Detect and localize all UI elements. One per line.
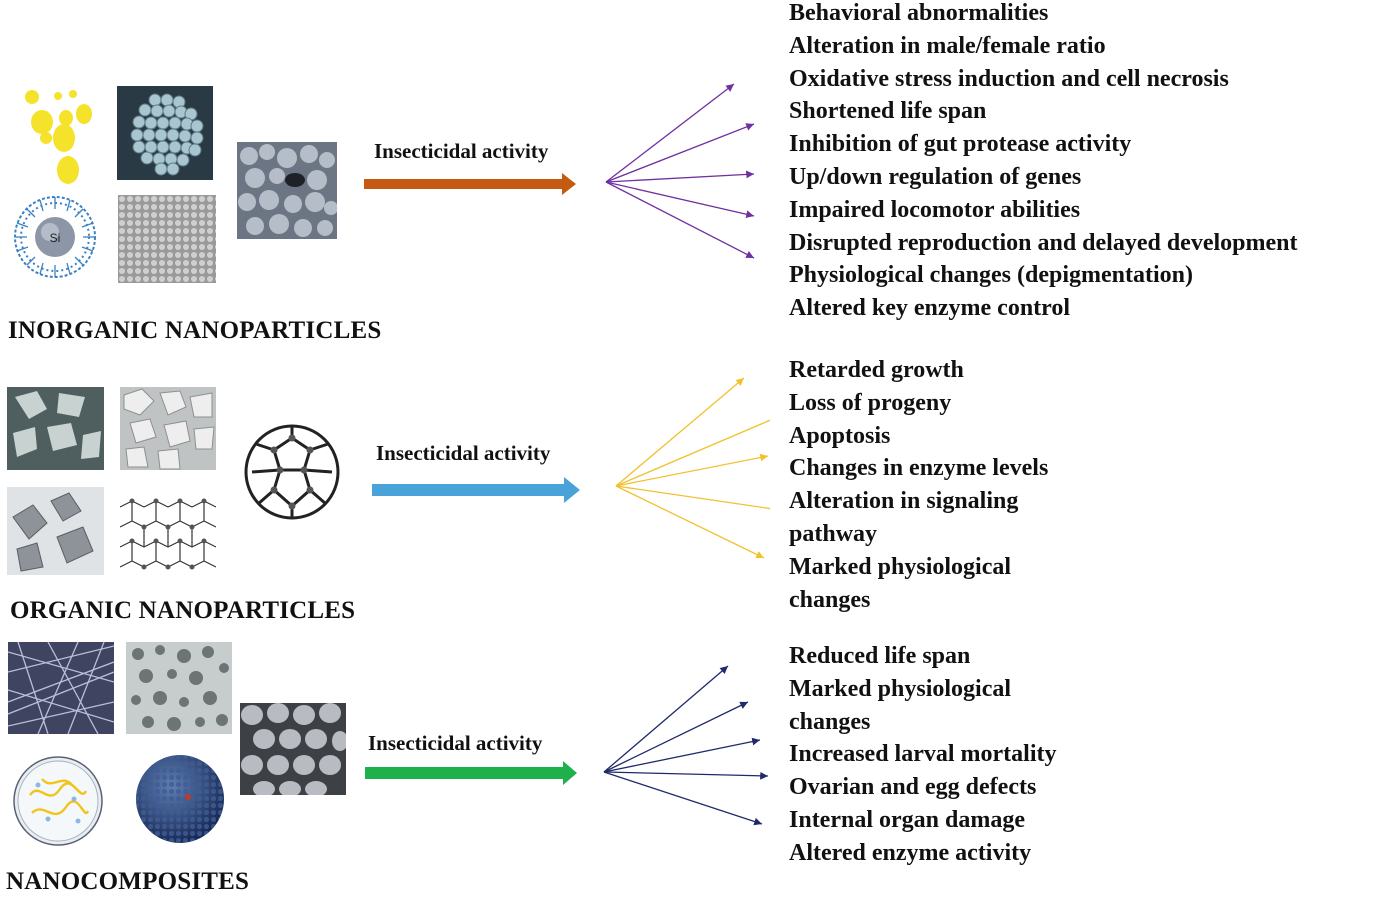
effects-list-organic: Retarded growth Loss of progeny Apoptosi… <box>789 354 1048 616</box>
effect-item: Altered enzyme activity <box>789 839 1032 866</box>
activity-arrow-organic <box>372 477 580 503</box>
activity-label-inorganic: Insecticidal activity <box>374 139 549 163</box>
effect-item: Marked physiological <box>789 553 1012 580</box>
section-title-inorganic: INORGANIC NANOPARTICLES <box>8 317 382 344</box>
effect-item: Reduced life span <box>789 643 971 669</box>
effect-item: Oxidative stress induction and cell necr… <box>789 65 1229 92</box>
effect-fan-nanocomposites <box>603 665 768 826</box>
effect-item: Impaired locomotor abilities <box>789 196 1081 223</box>
organic-crystal-image-1 <box>7 387 104 470</box>
effect-fan-organic <box>615 377 770 559</box>
effect-item: pathway <box>789 520 878 547</box>
effect-fan-inorganic <box>605 83 755 259</box>
fullerene-image <box>244 424 340 520</box>
effects-list-inorganic: Behavioral abnormalities Alteration in m… <box>789 0 1298 325</box>
effect-item: Apoptosis <box>789 422 891 449</box>
encapsulated-nanocomposite-image <box>13 756 103 846</box>
nanofiber-image <box>8 642 114 734</box>
graphene-lattice-image <box>120 487 216 575</box>
activity-arrow-inorganic <box>364 173 576 195</box>
effect-item: Changes in enzyme levels <box>789 455 1049 482</box>
effect-item: Physiological changes (depigmentation) <box>789 262 1194 289</box>
effect-item: Loss of progeny <box>789 389 952 416</box>
gold-nanoparticles-image <box>25 90 92 184</box>
effect-item: Disrupted reproduction and delayed devel… <box>789 229 1298 256</box>
microsphere-array-image <box>240 703 346 795</box>
section-title-nanocomposites: NANOCOMPOSITES <box>6 868 250 895</box>
effect-item: Altered key enzyme control <box>789 295 1071 322</box>
activity-label-nanocomposites: Insecticidal activity <box>368 731 543 755</box>
nanoparticle-dispersion-image <box>126 642 232 734</box>
effect-item: Up/down regulation of genes <box>789 163 1082 190</box>
sem-particles-image <box>118 195 216 283</box>
core-shell-nanosphere-image <box>136 755 224 843</box>
arrow-shape <box>372 477 580 503</box>
activity-arrow-nanocomposites <box>365 761 577 785</box>
section-title-organic: ORGANIC NANOPARTICLES <box>10 597 356 624</box>
effect-item: Behavioral abnormalities <box>789 0 1049 26</box>
organic-crystal-image-2 <box>120 387 216 470</box>
organic-crystal-image-3 <box>7 487 104 575</box>
effect-item: Internal organ damage <box>789 806 1025 833</box>
effect-item: Ovarian and egg defects <box>789 774 1037 801</box>
nanocluster-image <box>117 86 213 180</box>
effect-item: changes <box>789 708 871 735</box>
silica-nanoparticle-image: Si <box>14 196 96 278</box>
effect-item: Alteration in male/female ratio <box>789 32 1106 59</box>
effect-item: Inhibition of gut protease activity <box>789 131 1132 158</box>
effect-item: changes <box>789 586 871 613</box>
arrow-shape <box>364 173 576 195</box>
effect-item: Alteration in signaling <box>789 488 1019 515</box>
effect-item: Shortened life span <box>789 98 987 125</box>
effect-item: Increased larval mortality <box>789 741 1057 768</box>
si-label: Si <box>50 231 61 245</box>
effect-item: Retarded growth <box>789 357 964 383</box>
sem-cluster-image <box>237 142 337 239</box>
effects-list-nanocomposites: Reduced life span Marked physiological c… <box>789 640 1057 870</box>
effect-item: Marked physiological <box>789 675 1012 702</box>
activity-label-organic: Insecticidal activity <box>376 441 551 465</box>
arrow-shape <box>365 761 577 785</box>
